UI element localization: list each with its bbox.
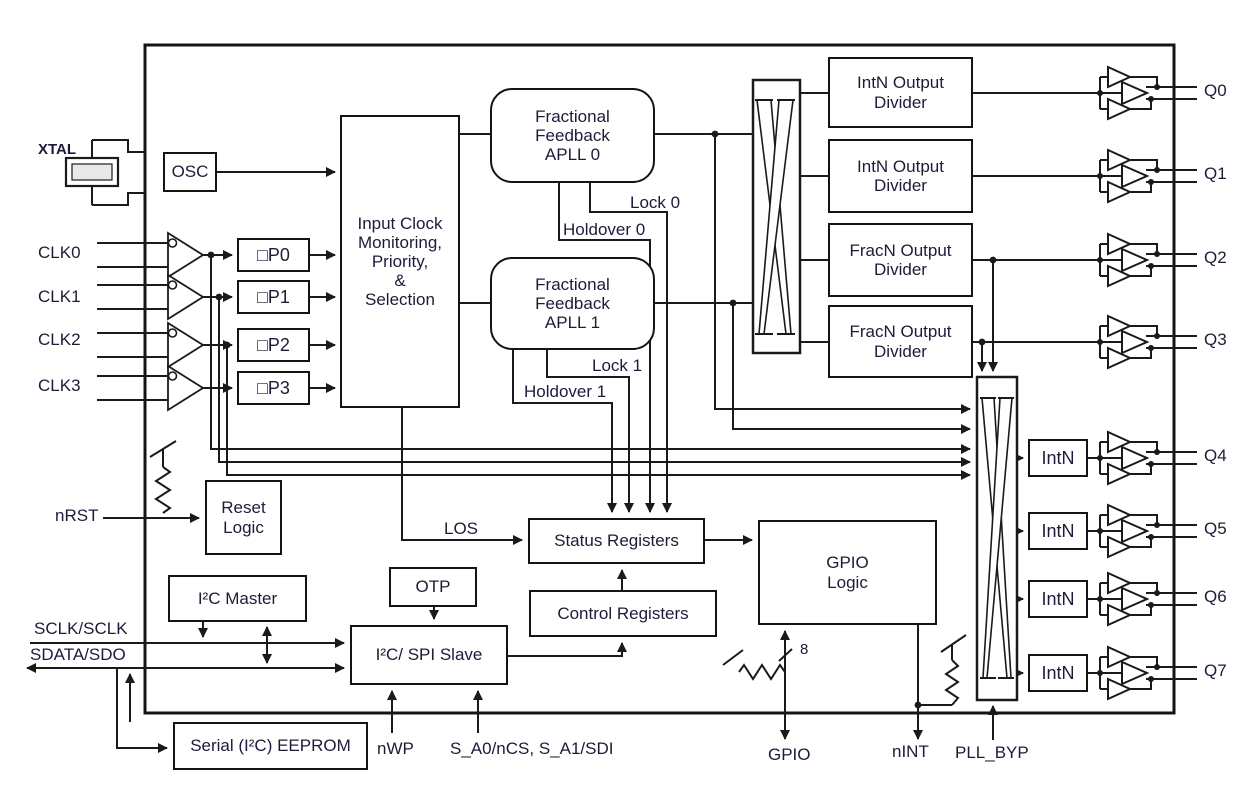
pullup-resistor [149,440,177,514]
block-intn-q6: IntN [1028,580,1088,618]
bus-width-slash [778,648,793,662]
output-buffer [1096,646,1198,700]
signal-los: LOS [444,519,479,538]
nint-resistor [940,634,967,706]
pin-q2: Q2 [1204,248,1227,267]
pin-q0: Q0 [1204,81,1227,100]
signal-lock0: Lock 0 [630,193,681,212]
block-status-registers: Status Registers [528,518,705,564]
block-intn-q5: IntN [1028,512,1088,550]
signal-lock1: Lock 1 [592,356,643,375]
block-intn-output-divider-0: IntN Output Divider [828,57,973,128]
block-control-registers: Control Registers [529,590,717,637]
block-osc: OSC [163,152,217,192]
pin-nint: nINT [892,742,929,761]
block-divider-p0: □P0 [237,238,310,272]
block-fracn-output-divider-1: FracN Output Divider [828,305,973,378]
pin-q1: Q1 [1204,164,1227,183]
pin-q4: Q4 [1204,446,1227,465]
pin-sdata: SDATA/SDO [30,645,126,664]
crossbar-switch-2 [975,375,1019,702]
signal-holdover0: Holdover 0 [563,220,646,239]
block-divider-p1: □P1 [237,280,310,314]
wires [26,66,1198,753]
output-buffer [1096,315,1198,369]
output-buffer [1096,572,1198,626]
pin-spi-select: S_A0/nCS, S_A1/SDI [450,739,614,758]
block-apll1: Fractional Feedback APLL 1 [490,257,655,350]
pin-q3: Q3 [1204,330,1227,349]
block-divider-p2: □P2 [237,328,310,362]
pin-q5: Q5 [1204,519,1227,538]
block-i2c-spi-slave: I²C/ SPI Slave [350,625,508,685]
block-intn-q7: IntN [1028,654,1088,692]
output-buffer [1096,149,1198,203]
pin-clk0: CLK0 [38,243,81,262]
pin-clk1: CLK1 [38,287,81,306]
pin-clk2: CLK2 [38,330,81,349]
block-intn-q4: IntN [1028,439,1088,477]
block-i2c-master: I²C Master [168,575,307,622]
block-intn-output-divider-1: IntN Output Divider [828,139,973,213]
output-buffer [1096,431,1198,485]
crystal-icon [64,139,145,206]
pin-pll-byp: PLL_BYP [955,743,1029,762]
block-reset-logic: Reset Logic [205,480,282,555]
block-divider-p3: □P3 [237,371,310,405]
crossbar-switch-1 [751,78,802,355]
block-apll0: Fractional Feedback APLL 0 [490,88,655,183]
gpio-resistor [722,649,786,681]
output-buffer [1096,504,1198,558]
block-otp: OTP [389,567,477,607]
block-serial-eeprom: Serial (I²C) EEPROM [173,722,368,770]
gpio-bus-width: 8 [800,641,809,658]
block-gpio-logic: GPIO Logic [758,520,937,625]
block-input-monitor: Input Clock Monitoring, Priority, & Sele… [340,115,460,408]
output-buffer [1096,66,1198,120]
pin-nrst: nRST [55,506,99,525]
block-fracn-output-divider-0: FracN Output Divider [828,223,973,297]
output-buffer [1096,233,1198,287]
pin-sclk: SCLK/SCLK [34,619,128,638]
pin-clk3: CLK3 [38,376,81,395]
pin-q7: Q7 [1204,661,1227,680]
signal-holdover1: Holdover 1 [524,382,607,401]
junction-dots [207,130,997,709]
pin-nwp: nWP [377,739,414,758]
pin-q6: Q6 [1204,587,1227,606]
chip-boundary [143,43,1176,715]
pin-xtal: XTAL [38,141,77,158]
pin-gpio: GPIO [768,745,811,764]
